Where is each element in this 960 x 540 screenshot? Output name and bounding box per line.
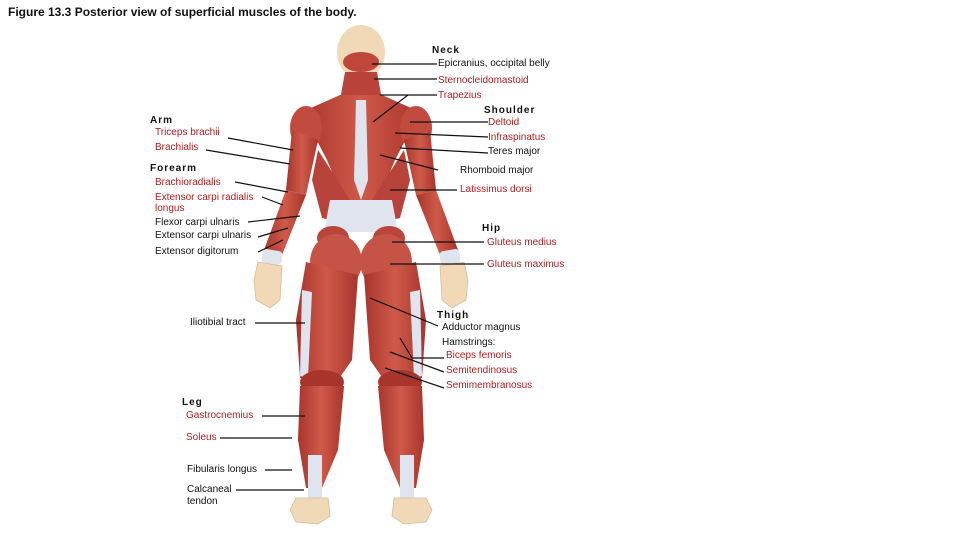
forearm-right xyxy=(416,190,458,255)
label-biceps-femoris: Biceps femoris xyxy=(446,350,512,361)
label-adductor-magnus: Adductor magnus xyxy=(442,322,521,333)
label-ecr-longus-line1: Extensor carpi radialis xyxy=(155,192,254,203)
label-gastrocnemius: Gastrocnemius xyxy=(186,410,254,421)
label-epicranius: Epicranius, occipital belly xyxy=(438,58,550,69)
wrist-left xyxy=(261,249,283,265)
label-latissimus-dorsi: Latissimus dorsi xyxy=(460,184,532,195)
label-hamstrings: Hamstrings: xyxy=(442,337,496,348)
label-iliotibial-tract: Iliotibial tract xyxy=(190,317,246,328)
label-calcaneal-line1: Calcaneal xyxy=(187,484,232,495)
header-forearm: Forearm xyxy=(150,163,198,174)
label-sternocleidomastoid: Sternocleidomastoid xyxy=(438,75,529,86)
forearm-left xyxy=(264,190,306,255)
label-fibularis-longus: Fibularis longus xyxy=(187,464,258,475)
leader-lines xyxy=(205,63,489,491)
header-hip: Hip xyxy=(482,223,502,234)
upper-arm-right xyxy=(404,130,436,195)
header-shoulder: Shoulder xyxy=(484,105,536,116)
label-teres-major: Teres major xyxy=(488,146,541,157)
thigh-right xyxy=(364,262,426,380)
label-semimembranosus: Semimembranosus xyxy=(446,380,533,391)
label-gluteus-maximus: Gluteus maximus xyxy=(487,259,565,270)
label-infraspinatus: Infraspinatus xyxy=(488,132,546,143)
figure-caption: Figure 13.3 Posterior view of superficia… xyxy=(8,5,357,19)
header-neck: Neck xyxy=(432,45,460,56)
wrist-right xyxy=(439,249,461,265)
label-brachialis: Brachialis xyxy=(155,142,199,153)
foot-left xyxy=(289,497,331,525)
thigh-left xyxy=(296,262,358,380)
hand-right xyxy=(439,261,469,309)
iliotibial-tract-right xyxy=(410,290,422,378)
iliotibial-tract-left xyxy=(300,290,312,378)
foot-right xyxy=(391,497,433,525)
spine-tendon xyxy=(354,100,368,200)
label-soleus: Soleus xyxy=(186,432,217,443)
calcaneal-tendon-left xyxy=(308,455,322,500)
label-semitendinosus: Semitendinosus xyxy=(446,365,518,376)
label-flexor-carpi-ulnaris: Flexor carpi ulnaris xyxy=(155,217,240,228)
label-gluteus-medius: Gluteus medius xyxy=(487,237,557,248)
hand-left xyxy=(253,261,283,309)
thoracolumbar-fascia xyxy=(324,200,398,232)
neck xyxy=(340,72,382,100)
label-trapezius: Trapezius xyxy=(438,90,482,101)
label-calcaneal-line2: tendon xyxy=(187,496,218,507)
header-arm: Arm xyxy=(150,115,174,126)
label-extensor-digitorum: Extensor digitorum xyxy=(155,246,239,257)
label-ecr-longus-line2: longus xyxy=(155,203,185,214)
calcaneal-tendon-right xyxy=(400,455,414,500)
upper-arm-left xyxy=(286,130,318,195)
epicranius-occipital xyxy=(343,52,379,72)
header-leg: Leg xyxy=(182,397,203,408)
label-deltoid: Deltoid xyxy=(488,117,520,128)
label-brachioradialis: Brachioradialis xyxy=(155,177,221,188)
label-rhomboid-major: Rhomboid major xyxy=(460,165,534,176)
header-thigh: Thigh xyxy=(437,310,470,321)
label-triceps-brachii: Triceps brachii xyxy=(155,127,220,138)
label-extensor-carpi-ulnaris: Extensor carpi ulnaris xyxy=(155,230,252,241)
